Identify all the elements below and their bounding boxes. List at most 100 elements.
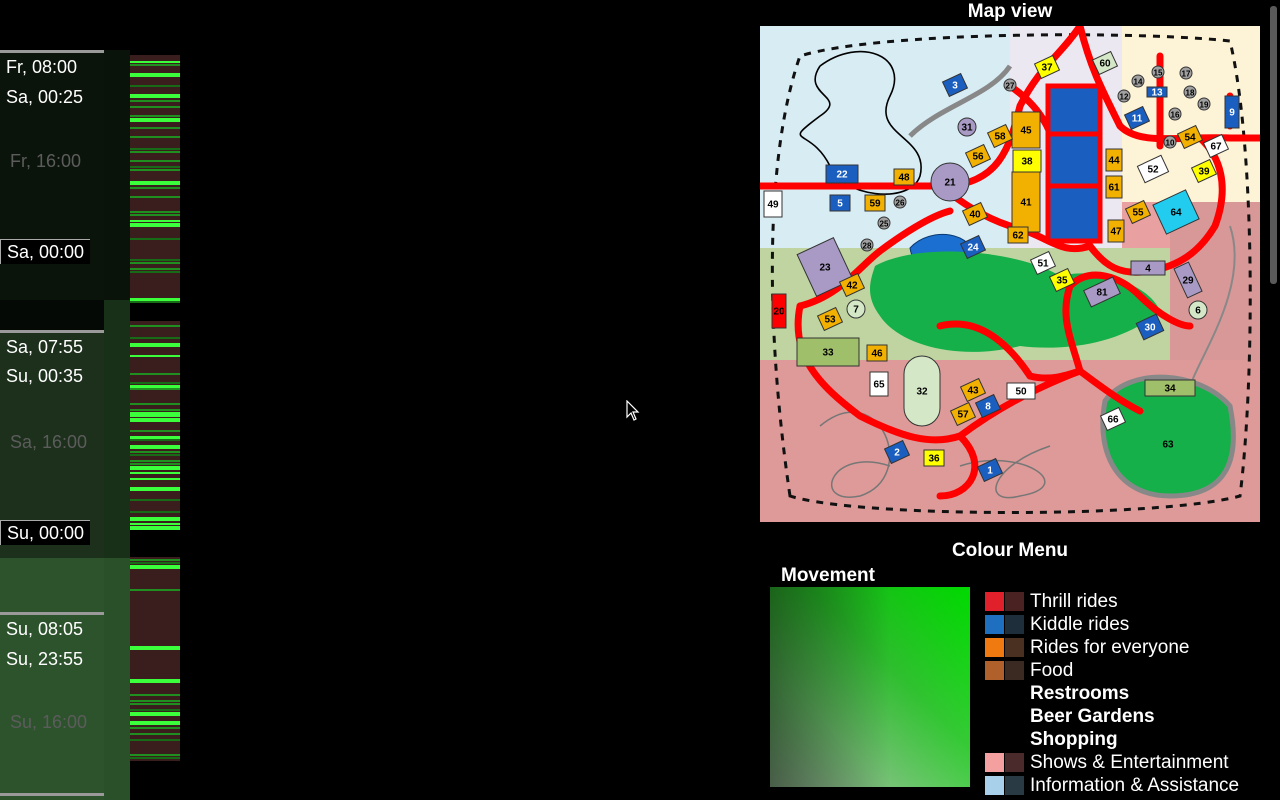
- legend-item[interactable]: Food: [985, 659, 1275, 682]
- attraction-marker-26[interactable]: 26: [893, 195, 907, 209]
- stripe: [130, 271, 180, 273]
- attraction-marker-31[interactable]: 31: [957, 117, 977, 137]
- attraction-marker-41[interactable]: 41: [1011, 171, 1041, 233]
- attraction-marker-57[interactable]: 57: [949, 401, 977, 427]
- attraction-marker-16[interactable]: 16: [1168, 107, 1182, 121]
- stripe: [130, 472, 180, 474]
- legend-item[interactable]: Shows & Entertainment: [985, 751, 1275, 774]
- legend-item[interactable]: Thrill rides: [985, 590, 1275, 613]
- attraction-marker-58[interactable]: 58: [986, 123, 1014, 149]
- attraction-marker-27[interactable]: 27: [1003, 78, 1017, 92]
- attraction-marker-63[interactable]: 63: [1162, 440, 1174, 451]
- attraction-marker-33[interactable]: 33: [796, 337, 860, 367]
- railway-track: [770, 33, 1252, 514]
- attraction-marker-11[interactable]: 11: [1123, 105, 1151, 131]
- scrollbar-thumb[interactable]: [1270, 6, 1277, 284]
- attraction-marker-59[interactable]: 59: [864, 194, 886, 212]
- attraction-marker-5[interactable]: 5: [829, 194, 851, 212]
- attraction-marker-39[interactable]: 39: [1190, 158, 1218, 184]
- attraction-marker-18[interactable]: 18: [1183, 85, 1197, 99]
- legend-label: Shopping: [1030, 728, 1118, 750]
- attraction-id: 15: [1154, 69, 1163, 78]
- attraction-id: 63: [1162, 440, 1174, 451]
- attraction-marker-43[interactable]: 43: [959, 377, 987, 403]
- attraction-marker-28[interactable]: 28: [860, 238, 874, 252]
- stripe: [130, 196, 180, 198]
- attraction-marker-25[interactable]: 25: [877, 216, 891, 230]
- attraction-id: 18: [1186, 89, 1195, 98]
- legend-item[interactable]: Restrooms: [985, 682, 1275, 705]
- attraction-marker-47[interactable]: 47: [1107, 219, 1125, 243]
- attraction-marker-19[interactable]: 19: [1197, 97, 1211, 111]
- attraction-marker-10[interactable]: 10: [1163, 135, 1177, 149]
- stripe-band: [130, 527, 180, 557]
- movement-colour-picker[interactable]: [770, 587, 970, 787]
- attraction-marker-9[interactable]: 9: [1224, 95, 1240, 129]
- legend-label: Rides for everyone: [1030, 636, 1190, 658]
- attraction-id: 41: [1020, 198, 1032, 209]
- activity-stripes[interactable]: [130, 55, 180, 761]
- attraction-marker-30[interactable]: 30: [1135, 313, 1165, 341]
- attraction-marker-37[interactable]: 37: [1033, 54, 1061, 80]
- stripe: [130, 385, 180, 389]
- attraction-marker-17[interactable]: 17: [1179, 66, 1193, 80]
- attraction-marker-61[interactable]: 61: [1105, 175, 1123, 199]
- attraction-marker-7[interactable]: 7: [846, 299, 866, 319]
- attraction-id: 29: [1182, 276, 1194, 287]
- legend-label: Kiddle rides: [1030, 613, 1130, 635]
- attraction-marker-38[interactable]: 38: [1012, 149, 1042, 173]
- attraction-marker-54[interactable]: 54: [1176, 124, 1204, 150]
- attraction-marker-3[interactable]: 3: [941, 72, 969, 98]
- attraction-marker-49[interactable]: 49: [763, 190, 783, 218]
- attraction-marker-52[interactable]: 52: [1136, 154, 1170, 184]
- attraction-marker-45[interactable]: 45: [1011, 111, 1041, 149]
- legend-item[interactable]: Kiddle rides: [985, 613, 1275, 636]
- attraction-marker-40[interactable]: 40: [961, 201, 989, 227]
- attraction-marker-36[interactable]: 36: [923, 449, 945, 467]
- attraction-marker-53[interactable]: 53: [816, 306, 844, 332]
- attraction-marker-50[interactable]: 50: [1006, 382, 1036, 400]
- attraction-marker-20[interactable]: 20: [771, 293, 787, 329]
- stripe: [130, 160, 180, 162]
- attraction-marker-55[interactable]: 55: [1124, 199, 1152, 225]
- attraction-marker-48[interactable]: 48: [893, 168, 915, 186]
- attraction-marker-65[interactable]: 65: [869, 371, 889, 397]
- attraction-marker-14[interactable]: 14: [1131, 74, 1145, 88]
- attraction-marker-21[interactable]: 21: [930, 162, 970, 202]
- attraction-marker-22[interactable]: 22: [825, 164, 859, 184]
- attraction-marker-60[interactable]: 60: [1091, 50, 1119, 76]
- attraction-marker-46[interactable]: 46: [866, 344, 888, 362]
- attraction-marker-2[interactable]: 2: [883, 439, 911, 465]
- attraction-marker-67[interactable]: 67: [1202, 133, 1230, 159]
- attraction-marker-24[interactable]: 24: [959, 234, 987, 260]
- attraction-id: 1: [987, 466, 993, 477]
- attraction-marker-81[interactable]: 81: [1083, 276, 1121, 308]
- attraction-marker-64[interactable]: 64: [1152, 189, 1200, 235]
- attraction-marker-8[interactable]: 8: [974, 393, 1002, 419]
- attraction-marker-42[interactable]: 42: [838, 272, 866, 298]
- timeline[interactable]: Fr, 08:00 Sa, 00:25 Fr, 16:00 Sa, 00:00 …: [0, 50, 130, 800]
- attraction-marker-6[interactable]: 6: [1188, 300, 1208, 320]
- stripe: [130, 739, 180, 741]
- attraction-marker-12[interactable]: 12: [1117, 89, 1131, 103]
- attraction-marker-56[interactable]: 56: [964, 143, 992, 169]
- legend-item[interactable]: Beer Gardens: [985, 705, 1275, 728]
- stripe: [130, 259, 180, 261]
- legend-item[interactable]: Information & Assistance: [985, 774, 1275, 797]
- legend-item[interactable]: Rides for everyone: [985, 636, 1275, 659]
- attraction-marker-35[interactable]: 35: [1048, 267, 1076, 293]
- attraction-marker-4[interactable]: 4: [1130, 260, 1166, 276]
- attraction-marker-23[interactable]: 23: [796, 237, 854, 297]
- attraction-marker-1[interactable]: 1: [976, 457, 1004, 483]
- attraction-marker-66[interactable]: 66: [1099, 406, 1127, 432]
- legend-item[interactable]: Shopping: [985, 728, 1275, 751]
- attraction-marker-29[interactable]: 29: [1173, 261, 1203, 299]
- attraction-marker-51[interactable]: 51: [1029, 250, 1057, 276]
- attraction-marker-62[interactable]: 62: [1007, 226, 1029, 244]
- attraction-marker-44[interactable]: 44: [1105, 148, 1123, 172]
- attraction-marker-15[interactable]: 15: [1151, 65, 1165, 79]
- attraction-marker-13[interactable]: 13: [1146, 86, 1168, 99]
- attraction-marker-34[interactable]: 34: [1144, 379, 1196, 397]
- attraction-marker-32[interactable]: 32: [903, 355, 941, 427]
